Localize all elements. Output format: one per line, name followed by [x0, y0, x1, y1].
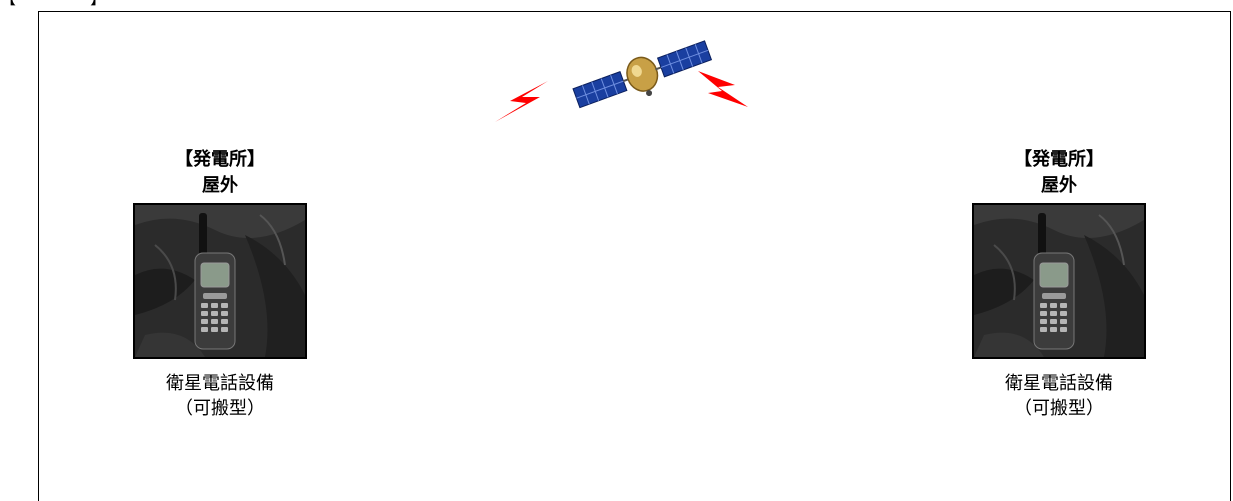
- satellite-phone-photo: [972, 203, 1146, 359]
- lightning-signal-icon: [495, 81, 548, 122]
- top-caption: 【 】: [0, 0, 106, 9]
- satellite-icon: [571, 35, 716, 120]
- station-title: 【発電所】: [130, 147, 310, 173]
- equipment-label: 衛星電話設備 （可搬型）: [130, 371, 310, 421]
- station-location: 屋外: [969, 173, 1149, 199]
- station-location: 屋外: [130, 173, 310, 199]
- satellite-group: [490, 35, 760, 130]
- equipment-type: （可搬型）: [969, 396, 1149, 421]
- station-left: 【発電所】 屋外: [130, 147, 310, 421]
- station-title: 【発電所】: [969, 147, 1149, 173]
- station-right: 【発電所】 屋外: [969, 147, 1149, 421]
- equipment-name: 衛星電話設備: [130, 371, 310, 396]
- lightning-signal-icon: [698, 71, 748, 107]
- equipment-label: 衛星電話設備 （可搬型）: [969, 371, 1149, 421]
- satellite-phone-photo: [133, 203, 307, 359]
- equipment-name: 衛星電話設備: [969, 371, 1149, 396]
- equipment-type: （可搬型）: [130, 396, 310, 421]
